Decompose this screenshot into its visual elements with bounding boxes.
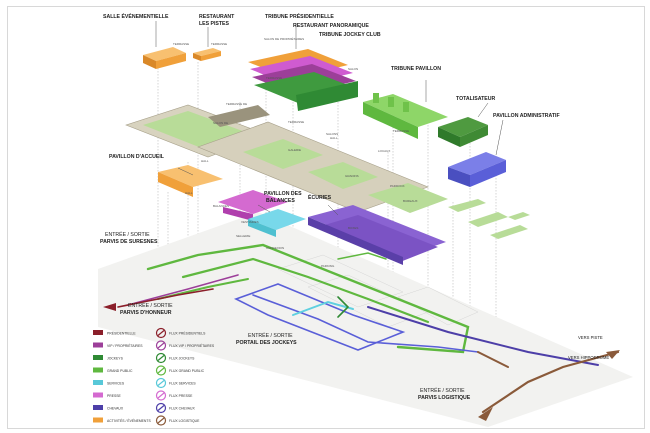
legend-flow-arrow [157, 392, 165, 399]
small-label-10: HALL [185, 191, 193, 195]
small-label-21: BUREAUX [403, 199, 418, 203]
legend-flow-arrow [157, 330, 165, 336]
small-label-16: BOXES [348, 226, 358, 230]
legend-swatch [93, 417, 103, 423]
ground-flows [117, 243, 620, 414]
legend-swatch [93, 342, 103, 348]
small-label-7: SALON DE [213, 121, 228, 125]
label-vers-hippodrome: VERS HIPPODROME [568, 355, 609, 360]
legend-label: SERVICES [107, 381, 125, 385]
label-entree-jockeys-2: PORTAIL DES JOCKEYS [236, 340, 297, 346]
label-restaurant-2: LES PISTES [199, 21, 230, 27]
legend-label: PRESSE [107, 394, 121, 398]
legend-flow-label: FLUX GRAND PUBLIC [169, 369, 205, 373]
label-tribune-presidentielle: TRIBUNE PRÉSIDENTIELLE [265, 12, 334, 20]
label-entree-jockeys-1: ENTRÉE / SORTIE [248, 332, 293, 339]
label-entree-suresnes-1: ENTRÉE / SORTIE [105, 231, 150, 238]
label-pavillon-balances-2: BALANCES [266, 198, 295, 204]
small-label-20: HALL [330, 136, 338, 140]
small-label-18: PARKING [321, 264, 335, 268]
legend-flow-icon [155, 365, 167, 376]
legend-label: VIP / PROPRIÉTAIRES [107, 343, 143, 348]
small-label-11: GALERIE [288, 148, 301, 152]
small-label-3: TERRASSE [266, 76, 282, 80]
small-labels: TERRASSE TERRASSE SALON DE PROPRIÉTAIRES… [173, 36, 418, 268]
legend-label: ACTIVITÉS / ÉVÉNEMENTS [107, 418, 151, 423]
small-label-1: TERRASSE [211, 42, 227, 46]
legend-flow-label: FLUX PRÉSIDENTIELS [169, 331, 206, 336]
legend-flow-label: FLUX JOCKEYS [169, 357, 195, 361]
label-salle-evenementielle: SALLE ÉVÉNEMENTIELLE [103, 12, 169, 20]
legend-swatch [93, 392, 103, 398]
legend-swatch [93, 367, 103, 373]
middle-level-plates [125, 104, 530, 239]
small-label-0: TERRASSE [173, 42, 189, 46]
small-label-14: VESTIAIRES [241, 220, 259, 224]
small-label-2: SALON DE PROPRIÉTAIRES [264, 36, 304, 41]
small-label-4: SALON [348, 67, 358, 71]
legend-flow-icon [155, 415, 167, 426]
small-label-17: PADDOCK [390, 184, 405, 188]
legend-flow-label: FLUX LOGISTIQUE [169, 419, 200, 423]
small-label-9: SALONS [326, 132, 338, 136]
legend-label: PRÉSIDENTIELLE [107, 330, 136, 335]
legend-flow-icon [155, 352, 167, 364]
label-restaurant-panoramique: RESTAURANT PANORAMIQUE [293, 23, 369, 29]
legend-flow-label: FLUX VIP / PROPRIÉTAIRES [169, 343, 215, 348]
label-entree-suresnes-2: PARVIS DE SURESNES [100, 239, 158, 245]
legend-zones: PRÉSIDENTIELLE VIP / PROPRIÉTAIRES JOCKEYS… [93, 330, 151, 423]
legend-flows: FLUX PRÉSIDENTIELS FLUX VIP / PROPRIÉTAIR… [155, 327, 215, 426]
label-entree-honneur-2: PARVIS D'HONNEUR [120, 310, 172, 316]
legend-flow-label: FLUX SERVICES [169, 382, 196, 386]
small-label-12: HALL [201, 159, 209, 163]
upper-volumes [143, 47, 506, 265]
label-vers-piste: VERS PISTE [578, 335, 603, 340]
main-labels: SALLE ÉVÉNEMENTIELLE RESTAURANT LES PIST… [100, 12, 609, 401]
small-label-5: TERRASSE [393, 129, 409, 133]
label-ecuries: ÉCURIES [308, 193, 332, 201]
label-tribune-jockey-club: TRIBUNE JOCKEY CLUB [319, 32, 381, 38]
small-label-19: GRADINS [345, 174, 359, 178]
label-totalisateur: TOTALISATEUR [456, 96, 495, 102]
legend-swatch [93, 405, 103, 410]
small-label-22: CONNEXION [266, 246, 284, 250]
label-pavillon-administratif: PAVILLON ADMINISTRATIF [493, 113, 560, 119]
exploded-axonometric-diagram: SALLE ÉVÉNEMENTIELLE RESTAURANT LES PIST… [93, 12, 633, 427]
legend-flow-icon [155, 377, 167, 389]
legend-flow-icon [155, 390, 167, 401]
legend-swatch [93, 355, 103, 360]
label-pavillon-balances-1: PAVILLON DES [264, 191, 302, 197]
small-label-6: TERRASSE DE [226, 102, 247, 106]
legend-flow-arrow [157, 342, 165, 349]
legend-flow-label: FLUX CHEVAUX [169, 407, 195, 411]
legend-flow-label: FLUX PRESSE [169, 394, 193, 398]
label-entree-logistique-2: PARVIS LOGISTIQUE [418, 395, 471, 401]
diagram-frame: SALLE ÉVÉNEMENTIELLE RESTAURANT LES PIST… [7, 6, 645, 429]
label-entree-honneur-1: ENTRÉE / SORTIE [128, 302, 173, 309]
legend-label: GRAND PUBLIC [107, 369, 133, 373]
legend-flow-arrow [157, 417, 165, 424]
label-pavillon-accueil: PAVILLON D'ACCUEIL [109, 154, 165, 160]
small-label-13: BALANCES [213, 204, 229, 208]
entrance-arrows [103, 303, 620, 421]
small-label-23: LOCAUX [378, 149, 390, 153]
label-tribune-pavillon: TRIBUNE PAVILLON [391, 66, 441, 72]
legend-flow-arrow [157, 380, 165, 386]
legend-flow-arrow [157, 367, 165, 374]
legend-label: CHEVAUX [107, 406, 124, 410]
legend-flow-icon [155, 340, 167, 351]
legend-swatch [93, 330, 103, 335]
legend-flow-icon [155, 327, 167, 339]
legend-flow-arrow [157, 405, 165, 411]
label-entree-logistique-1: ENTRÉE / SORTIE [420, 387, 465, 394]
legend-label: JOCKEYS [107, 356, 124, 360]
leader-lines [155, 21, 504, 216]
label-restaurant-1: RESTAURANT [199, 14, 235, 20]
small-label-8: TERRASSE [288, 120, 304, 124]
small-label-15: SELLERIE [236, 234, 250, 238]
legend-flow-arrow [157, 355, 165, 361]
legend-flow-icon [155, 402, 167, 414]
legend-swatch [93, 380, 103, 385]
